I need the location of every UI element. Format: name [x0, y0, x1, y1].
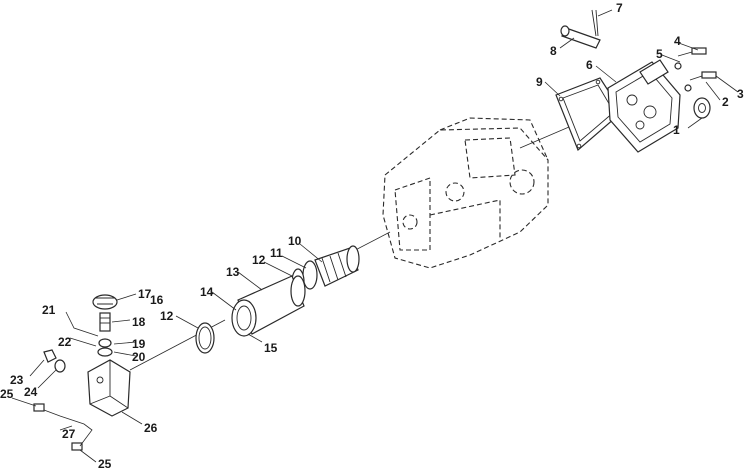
valve-cap [92, 294, 118, 310]
cotter-pin [591, 9, 599, 37]
label-part-10: 10 [288, 234, 302, 248]
label-part-14: 14 [200, 285, 214, 299]
label-part-25-lower: 25 [98, 457, 112, 471]
label-part-11: 11 [270, 246, 283, 260]
label-part-18: 18 [132, 315, 146, 329]
label-part-27: 27 [62, 427, 76, 441]
label-part-3: 3 [737, 87, 744, 101]
label-part-12-lower: 12 [160, 309, 174, 323]
bolt-lower [684, 71, 717, 92]
label-part-20: 20 [132, 350, 146, 364]
label-part-22: 22 [58, 335, 72, 349]
washer [693, 97, 711, 119]
label-part-19: 19 [132, 337, 146, 351]
label-part-17: 17 [138, 287, 152, 301]
label-part-23: 23 [10, 373, 24, 387]
label-part-12-upper: 12 [252, 253, 266, 267]
label-part-5: 5 [656, 47, 663, 61]
leader-lines [11, 9, 739, 463]
valve-cover [607, 59, 681, 153]
valve-seat [97, 338, 113, 357]
label-part-15: 15 [264, 341, 278, 355]
label-part-1: 1 [673, 123, 680, 137]
label-part-6: 6 [586, 58, 593, 72]
label-part-7: 7 [616, 1, 623, 15]
valve-block [87, 359, 131, 417]
cylinder-sleeve [231, 275, 306, 337]
valve-stem [99, 312, 111, 332]
nut-washer [54, 359, 66, 373]
bolt-upper [674, 47, 707, 70]
piston [314, 245, 360, 287]
nut [43, 349, 57, 363]
label-part-8: 8 [550, 44, 557, 58]
seal-ring-12-lower [195, 322, 215, 354]
pipe-line [43, 409, 93, 447]
label-part-16: 16 [150, 293, 164, 307]
label-part-25-upper: 25 [0, 387, 14, 401]
housing [382, 117, 549, 269]
pin [560, 25, 601, 49]
label-part-13: 13 [226, 265, 240, 279]
label-part-21: 21 [42, 303, 56, 317]
seal-ring-11 [302, 260, 318, 290]
fitting-lower [71, 442, 83, 451]
label-part-4: 4 [674, 34, 681, 48]
label-part-9: 9 [536, 75, 543, 89]
fitting-upper [33, 403, 45, 412]
label-part-26: 26 [144, 421, 158, 435]
label-part-24: 24 [24, 385, 38, 399]
label-part-2: 2 [722, 95, 729, 109]
